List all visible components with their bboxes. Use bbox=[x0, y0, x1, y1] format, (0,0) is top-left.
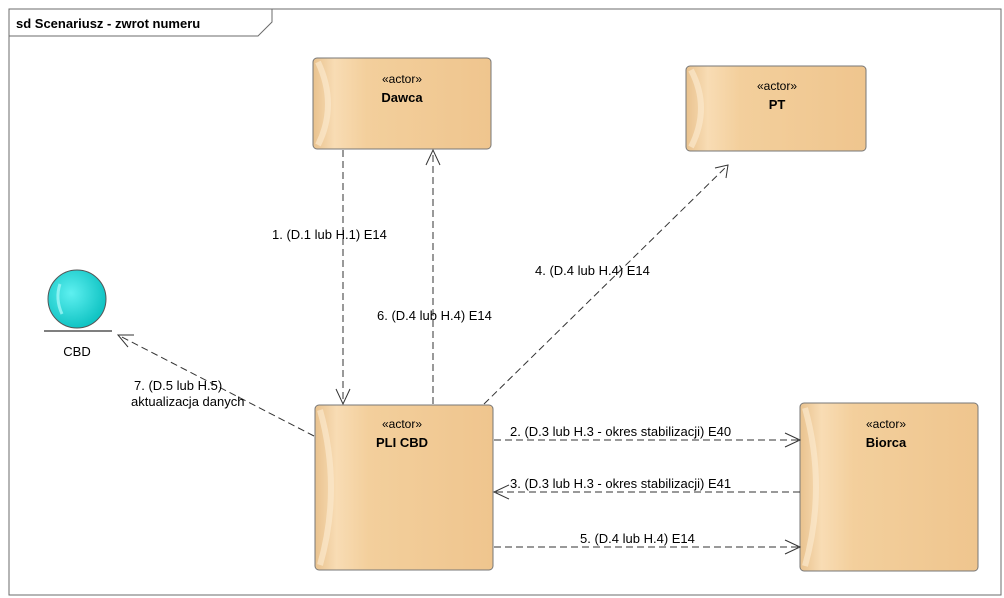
actor-dawca-stereotype: «actor» bbox=[382, 72, 422, 86]
entity-cbd[interactable]: CBD bbox=[44, 269, 112, 359]
message-1-arrowhead bbox=[335, 388, 351, 406]
message-7-arrowhead bbox=[116, 334, 134, 348]
entity-cbd-name: CBD bbox=[63, 344, 90, 359]
diagram-frame: sd Scenariusz - zwrot numeru bbox=[8, 8, 1002, 596]
actor-pli-cbd-name: PLI CBD bbox=[376, 435, 428, 450]
message-2-label: 2. (D.3 lub H.3 - okres stabilizacji) E4… bbox=[510, 424, 731, 439]
actor-biorca-name: Biorca bbox=[866, 435, 907, 450]
message-4-label: 4. (D.4 lub H.4) E14 bbox=[535, 263, 650, 278]
message-7-arrow bbox=[117, 334, 315, 437]
actor-biorca[interactable]: «actor» Biorca bbox=[799, 402, 979, 572]
actor-pt-stereotype: «actor» bbox=[757, 79, 797, 93]
message-6-label: 6. (D.4 lub H.4) E14 bbox=[377, 308, 492, 323]
actor-pt[interactable]: «actor» PT bbox=[685, 65, 867, 152]
message-7-label-line1: 7. (D.5 lub H.5) bbox=[134, 378, 222, 393]
actor-dawca-name: Dawca bbox=[381, 90, 423, 105]
message-6-arrowhead bbox=[425, 148, 441, 166]
message-1-label: 1. (D.1 lub H.1) E14 bbox=[272, 227, 387, 242]
actor-pli-cbd[interactable]: «actor» PLI CBD bbox=[314, 404, 494, 571]
actor-biorca-stereotype: «actor» bbox=[866, 417, 906, 431]
message-2-arrowhead bbox=[784, 432, 802, 448]
frame-title: sd Scenariusz - zwrot numeru bbox=[16, 16, 200, 31]
actor-pt-name: PT bbox=[769, 97, 786, 112]
message-7-label-line2: aktualizacja danych bbox=[131, 394, 244, 409]
message-5-arrowhead bbox=[784, 539, 802, 555]
actor-dawca[interactable]: «actor» Dawca bbox=[312, 57, 492, 150]
message-4-arrowhead bbox=[714, 164, 729, 179]
message-3-arrowhead bbox=[492, 484, 510, 500]
message-3-label: 3. (D.3 lub H.3 - okres stabilizacji) E4… bbox=[510, 476, 731, 491]
message-4-arrow bbox=[483, 164, 729, 405]
actor-pli-cbd-stereotype: «actor» bbox=[382, 417, 422, 431]
message-5-label: 5. (D.4 lub H.4) E14 bbox=[580, 531, 695, 546]
